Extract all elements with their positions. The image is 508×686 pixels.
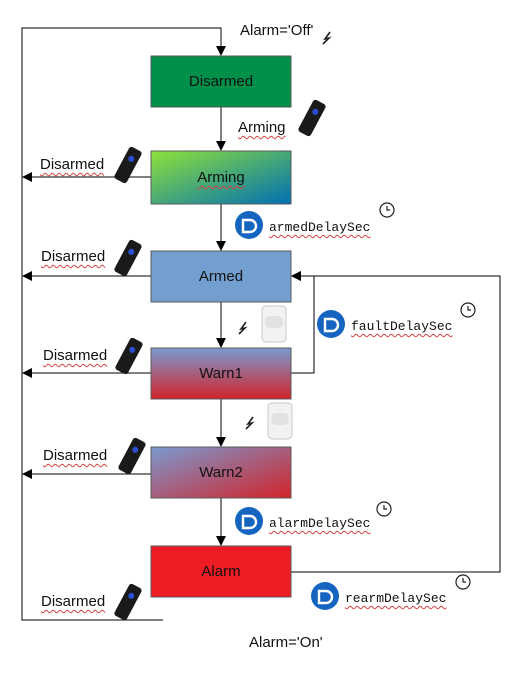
state-armed: Armed xyxy=(151,251,291,302)
clock-icon xyxy=(379,202,395,218)
timer-badge-icon xyxy=(235,507,263,535)
remote-icon xyxy=(118,437,146,475)
state-alarm-label: Alarm xyxy=(201,563,241,580)
remote-icon xyxy=(298,99,326,137)
remote-icon xyxy=(114,583,142,621)
state-arming-box xyxy=(150,150,292,205)
state-disarmed-label: Disarmed xyxy=(188,73,254,90)
arrow-warn1-armed-fault xyxy=(291,271,315,374)
lightning-icon xyxy=(238,321,248,335)
remote-icon xyxy=(115,337,143,375)
transition-disarmed-label: Disarmed xyxy=(43,447,108,464)
state-arming-label: Arming xyxy=(197,169,245,186)
state-armed-box xyxy=(150,250,292,303)
state-warn2-label: Warn2 xyxy=(199,464,243,481)
alarm-off-title: Alarm='Off' xyxy=(240,22,314,39)
state-alarm-box xyxy=(150,545,292,598)
remote-icon xyxy=(114,239,142,277)
state-armed-label: Armed xyxy=(198,268,244,285)
state-warn1: Warn1 xyxy=(151,348,291,399)
remote-icon xyxy=(114,146,142,184)
state-warn1-box xyxy=(150,347,292,400)
timer-badge-icon xyxy=(317,310,345,338)
lightning-icon xyxy=(245,416,255,430)
state-arming: Arming xyxy=(151,151,291,204)
rearm-delay-label: rearmDelaySec xyxy=(345,591,447,606)
clock-icon xyxy=(460,302,476,318)
alarm-on-title: Alarm='On' xyxy=(249,634,323,651)
state-warn1-label: Warn1 xyxy=(199,365,243,382)
transition-disarmed-label: Disarmed xyxy=(41,248,106,265)
armed-delay-label: armedDelaySec xyxy=(269,220,371,235)
loop-line-left xyxy=(21,27,226,621)
lightning-icon xyxy=(322,31,332,45)
state-disarmed: Disarmed xyxy=(151,56,291,107)
clock-icon xyxy=(455,574,471,590)
state-alarm: Alarm xyxy=(151,546,291,597)
transition-disarmed-label: Disarmed xyxy=(40,156,105,173)
clock-icon xyxy=(376,501,392,517)
state-disarmed-box xyxy=(150,55,292,108)
arrow-alarm-armed-rearm xyxy=(291,271,501,573)
motion-sensor-icon xyxy=(267,402,293,440)
state-warn2: Warn2 xyxy=(151,447,291,498)
transition-disarmed-label: Disarmed xyxy=(43,347,108,364)
transition-arming-label: Arming xyxy=(238,119,286,136)
state-warn2-box xyxy=(150,446,292,499)
timer-badge-icon xyxy=(311,582,339,610)
motion-sensor-icon xyxy=(261,305,287,343)
alarm-delay-label: alarmDelaySec xyxy=(269,516,371,531)
transition-disarmed-label: Disarmed xyxy=(41,593,106,610)
timer-badge-icon xyxy=(235,211,263,239)
fault-delay-label: faultDelaySec xyxy=(351,319,453,334)
